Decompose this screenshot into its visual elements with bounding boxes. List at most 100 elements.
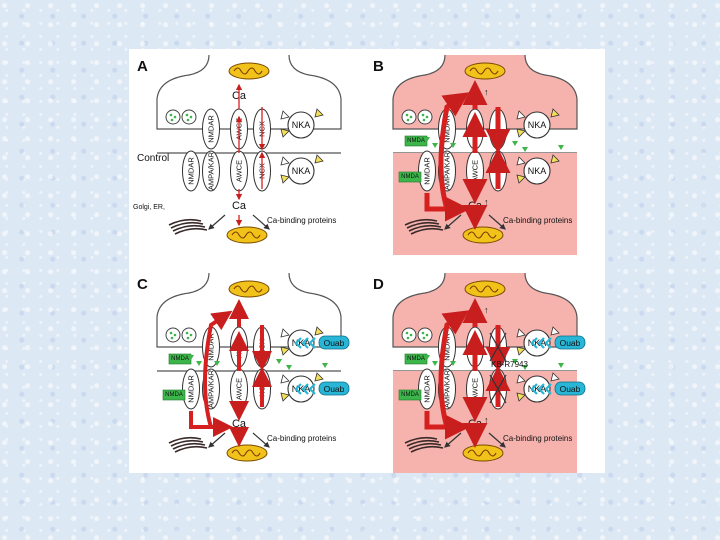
nmda-label: NMDA — [407, 138, 425, 144]
nka-pump — [523, 375, 551, 403]
mitochondrion-cristae — [233, 67, 263, 75]
ion-flag — [314, 154, 324, 164]
nmda-label: NMDA — [401, 174, 419, 180]
vesicle — [181, 109, 197, 125]
vesicle — [417, 109, 433, 125]
mitochondrion — [228, 62, 270, 80]
channel-shape — [182, 150, 200, 192]
channel-label: NMDAR — [187, 157, 196, 185]
golgi-er-membrane — [404, 218, 438, 226]
vesicle — [181, 327, 197, 343]
mitochondrion-cristae — [469, 285, 499, 293]
ouabain-label: Ouab — [324, 384, 345, 394]
ion-flag — [516, 346, 526, 356]
calcium-rise-arrow: ↑ — [484, 87, 489, 97]
neurotransmitter-dot — [405, 113, 409, 117]
calcium-rise-arrow: ↑ — [484, 305, 489, 315]
ouabain-label: Ouab — [324, 338, 345, 348]
ouabain-chevron — [301, 337, 309, 349]
ion-flag — [516, 128, 526, 138]
ncx-block-cross — [489, 374, 507, 404]
calcium-bottom: Ca — [232, 418, 247, 430]
channel-label: AWCE — [235, 160, 244, 182]
ouabain-chevron — [301, 383, 309, 395]
ion-flag — [516, 328, 526, 338]
ca-arrow-nmdar-loop — [203, 310, 233, 428]
vesicle — [417, 327, 433, 343]
golgi-er-membrane — [408, 442, 442, 450]
ouabain-label: Ouab — [560, 384, 581, 394]
neurotransmitter-dot — [405, 331, 409, 335]
mitochondrion-cristae — [231, 231, 261, 239]
glutamate-marker — [276, 359, 282, 364]
calcium-rise-arrow: ↑ — [484, 415, 489, 425]
ouabain-chevron — [544, 337, 552, 349]
channel-shape — [418, 150, 436, 192]
golgi-er-membrane — [170, 221, 204, 229]
neurotransmitter-dot — [409, 115, 413, 119]
ouabain-tag — [318, 335, 350, 350]
ion-flag — [516, 110, 526, 120]
channel-label: NMDAR — [207, 115, 216, 143]
ion-flag — [280, 174, 290, 184]
channel-shape — [418, 368, 436, 410]
glutamate-marker — [522, 365, 528, 370]
binding-proteins-label: Ca-binding proteins — [503, 434, 572, 443]
glutamate-marker — [512, 141, 518, 146]
nka-label: NKA — [292, 120, 311, 130]
presynaptic-terminal — [156, 54, 342, 130]
glutamate-marker — [450, 143, 456, 148]
mitochondrion — [226, 444, 268, 462]
ouabain-chevron — [308, 337, 316, 349]
vesicle — [165, 327, 181, 343]
ouabain-chevron — [530, 337, 538, 349]
ca-arrow-to-binding — [252, 214, 270, 230]
golgi-er-membrane — [170, 439, 204, 447]
ouabain-tag — [554, 381, 586, 396]
ion-flag — [280, 156, 290, 166]
ion-flag — [280, 392, 290, 402]
glutamate-marker — [322, 363, 328, 368]
glutamate-marker — [558, 363, 564, 368]
neurotransmitter-dot — [422, 336, 426, 340]
golgi-er-membrane — [168, 436, 202, 444]
golgi-er-membrane — [172, 442, 206, 450]
presynaptic-terminal — [156, 272, 342, 348]
calcium-bottom: Ca — [232, 200, 247, 212]
channel-shape — [202, 150, 220, 192]
channel-label: NMDAR — [423, 375, 432, 403]
state-label: Control — [137, 153, 169, 164]
neurotransmitter-dot — [169, 113, 173, 117]
ion-flag — [280, 374, 290, 384]
neurotransmitter-dot — [186, 118, 190, 122]
calcium-bottom: Ca — [468, 418, 483, 430]
nmda-tag — [398, 171, 422, 183]
neurotransmitter-dot — [173, 333, 177, 337]
panel-letter: B — [373, 58, 384, 75]
ca-arrow-to-er — [208, 214, 226, 230]
glutamate-marker — [196, 361, 202, 366]
nka-label: NKA — [292, 338, 311, 348]
glutamate-marker — [512, 359, 518, 364]
nka-pump — [287, 375, 315, 403]
ion-flag — [280, 328, 290, 338]
glutamate-marker — [558, 145, 564, 150]
nka-label: NKA — [528, 384, 547, 394]
golgi-er-membrane — [410, 227, 444, 235]
channel-label: AMPA/KAR — [443, 369, 452, 408]
ion-flag — [314, 372, 324, 382]
ca-arrow-ampa-in — [189, 411, 233, 437]
nka-label: NKA — [528, 120, 547, 130]
nka-pump — [523, 157, 551, 185]
binding-proteins-label: Ca-binding proteins — [267, 434, 336, 443]
glutamate-marker — [214, 361, 220, 366]
nmda-label: NMDA — [407, 356, 425, 362]
channel-label: AMPA/KAR — [443, 151, 452, 190]
ion-flag — [280, 110, 290, 120]
golgi-label: Golgi, ER, — [133, 204, 165, 211]
mitochondrion — [462, 444, 504, 462]
neurotransmitter-dot — [169, 331, 173, 335]
channel-label: NMDAR — [187, 375, 196, 403]
